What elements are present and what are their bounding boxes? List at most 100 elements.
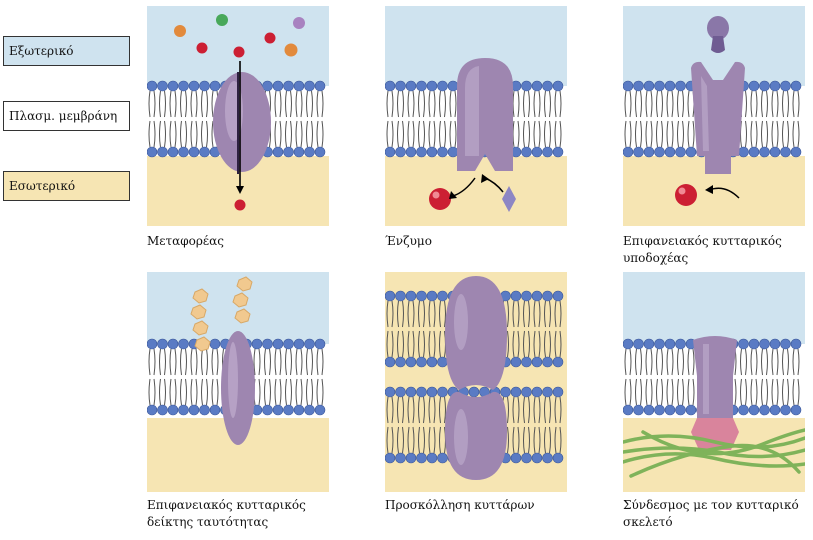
lipid-tail [306,348,308,376]
lipid-head [685,146,697,158]
lipid-tail [629,120,632,148]
lipid-head [738,338,749,350]
lipid-tail [164,90,166,118]
lipid-head [780,404,791,416]
lipid-head [293,146,305,158]
lipid-head [416,290,427,302]
lipid-head [293,80,305,92]
lipid-tail [423,300,425,328]
lipid-tail [755,90,758,118]
lipid-tail [797,120,800,148]
lipid-tail [645,378,648,406]
lipid-tail [523,300,525,328]
lipid-tail [559,396,562,424]
lipid-head [304,80,315,92]
lipid-tail [148,90,151,118]
lipid-head [199,80,210,92]
lipid-tail [549,120,551,148]
lipid-tail [391,120,394,148]
lipid-head [552,356,564,368]
lipid-head [531,452,543,464]
lipid-tail [750,90,753,118]
lipid-head [437,452,448,464]
lipid-tail [285,348,287,376]
lipid-tail [512,120,515,148]
lipid-tail [554,396,557,424]
lipid-tail [523,426,525,454]
molecule [293,17,305,29]
arrow-head [449,191,457,199]
lipid-head [510,386,522,398]
lipid-tail [761,378,763,406]
lipid-tail [656,348,658,376]
lipid-head [405,290,417,302]
lipid-head [157,338,168,350]
lipid-tail [750,378,753,406]
lipid-head [416,386,427,398]
lipid-head [552,452,564,464]
lipid-tail [180,90,182,118]
lipid-tail [253,348,256,376]
lipid-tail [682,90,684,118]
lipid-tail [544,426,546,454]
lipid-tail [656,90,658,118]
lipid-tail [782,120,784,148]
lipid-tail [755,378,758,406]
lipid-tail [528,330,530,358]
lipid-tail [169,348,172,376]
lipid-head [748,338,760,350]
lipid-head [395,452,406,464]
lipid-tail [687,90,690,118]
lipid-tail [423,426,425,454]
lipid-tail [559,90,562,118]
lipid-tail [402,120,404,148]
lipid-tail [174,90,177,118]
lipid-tail [428,426,431,454]
panel-enzyme [385,6,567,226]
lipid-head [293,404,305,416]
lipid-tail [290,90,292,118]
lipid-head [664,146,676,158]
lipid-tail [523,330,525,358]
lipid-tail [407,300,410,328]
lipid-head [643,146,655,158]
lipid-tail [321,120,324,148]
lipid-tail [407,426,410,454]
lipid-head [748,80,760,92]
lipid-tail [661,120,663,148]
lipid-tail [321,90,324,118]
lipid-head [437,356,448,368]
signal-molecule [707,16,729,40]
lipid-tail [279,120,282,148]
lipid-tail [285,378,287,406]
molecule-shine [432,191,440,199]
lipid-tail [439,426,441,454]
lipid-tail [386,300,389,328]
lipid-head [437,146,448,158]
lipid-tail [677,348,679,376]
carbohydrate-chain [190,276,253,352]
lipid-head [426,356,438,368]
lipid-tail [300,348,303,376]
lipid-tail [169,90,172,118]
lipid-head [209,404,221,416]
lipid-tail [745,120,747,148]
lipid-tail [397,90,399,118]
lipid-head [521,386,532,398]
cytoskeleton-filaments [623,428,805,478]
lipid-tail [423,90,425,118]
lipid-tail [544,300,546,328]
lipid-tail [782,348,784,376]
lipid-tail [797,348,800,376]
lipid-head [531,146,543,158]
lipid-tail [153,348,156,376]
protein-highlight [228,342,238,418]
lipid-tail [766,348,768,376]
lipid-tail [206,348,208,376]
lipid-tail [185,348,187,376]
lipid-head [790,146,802,158]
lipid-head [769,338,781,350]
lipid-head [531,80,543,92]
lipid-tail [269,348,271,376]
lipid-tail [650,378,653,406]
